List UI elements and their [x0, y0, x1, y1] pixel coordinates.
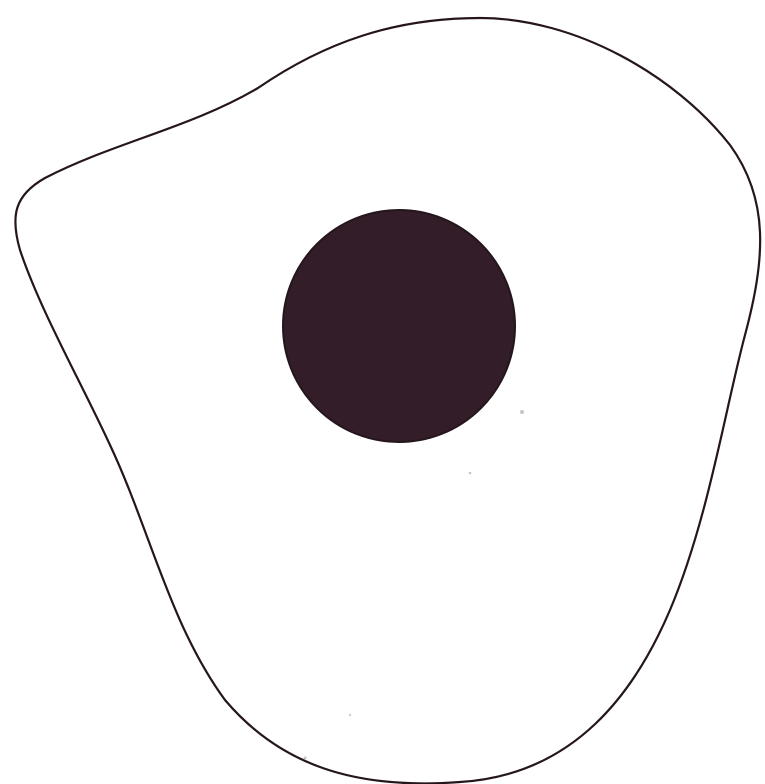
speck	[349, 714, 351, 716]
speck	[469, 472, 472, 475]
nucleus	[283, 210, 515, 442]
speck	[520, 410, 524, 414]
speck	[304, 757, 307, 760]
